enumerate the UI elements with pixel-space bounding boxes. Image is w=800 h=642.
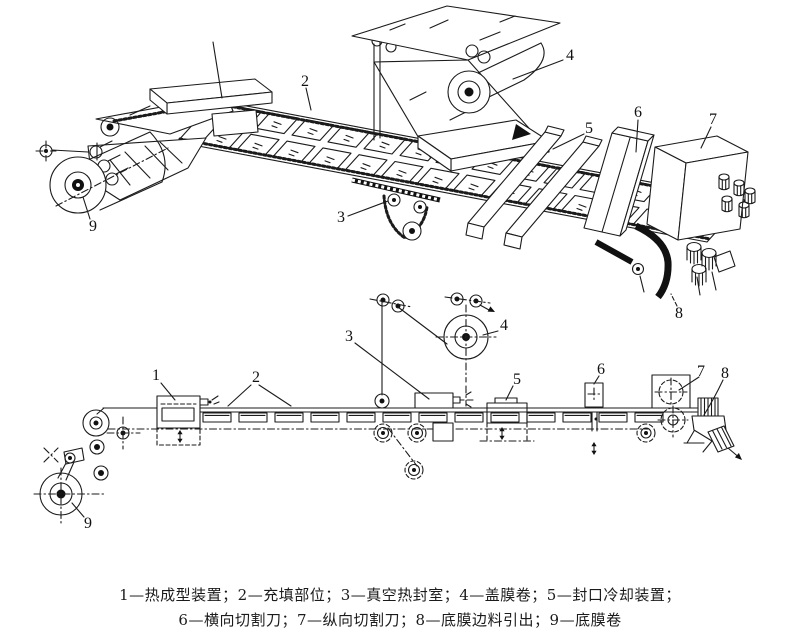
callout-5-sv: 5 <box>513 371 521 388</box>
side-view: 1 2 3 4 5 6 7 8 9 <box>34 293 742 532</box>
thermoforming-station-sv <box>157 396 219 445</box>
bottom-film-unwind-3d <box>36 95 233 213</box>
chain-drive-3d <box>352 180 440 240</box>
forming-station-3d <box>150 42 272 136</box>
callout-4-sv: 4 <box>500 317 508 334</box>
callout-2-sv: 2 <box>252 369 260 386</box>
callout-7-sv: 7 <box>697 363 705 380</box>
callout-7-3d: 7 <box>709 111 717 128</box>
perspective-callouts: 2 3 4 5 6 7 8 9 <box>83 47 717 322</box>
vacuum-seal-chamber-sv <box>374 392 473 479</box>
callout-8-3d: 8 <box>675 305 683 322</box>
callout-4-3d: 4 <box>566 47 574 64</box>
callout-9-sv: 9 <box>84 515 92 532</box>
leader-1-3d <box>213 42 222 98</box>
cover-film-roll-assembly-3d <box>352 6 560 140</box>
side-view-callouts: 1 2 3 4 5 6 7 8 9 <box>72 317 729 532</box>
transverse-cutter-3d <box>584 127 654 236</box>
perspective-view: 2 3 4 5 6 7 8 9 <box>36 6 756 322</box>
bottom-film-roll-sv <box>34 410 140 524</box>
bottom-film-roll-3d <box>50 132 168 213</box>
callout-2-3d: 2 <box>301 73 309 90</box>
trim-takeoff-sv <box>684 398 742 460</box>
callout-5-3d: 5 <box>585 120 593 137</box>
callout-8-sv: 8 <box>721 365 729 382</box>
longitudinal-cutter-sv <box>637 375 690 442</box>
callout-3-3d: 3 <box>337 209 345 226</box>
callout-3-sv: 3 <box>345 328 353 345</box>
trim-discharge-3d <box>596 226 735 297</box>
transverse-cutter-sv <box>585 383 603 456</box>
cover-film-web-3d <box>374 60 549 171</box>
callout-9-3d: 9 <box>89 218 97 235</box>
seal-cooling-sv <box>480 398 534 441</box>
cooling-bars-3d <box>466 126 602 249</box>
cover-film-roll-sv <box>370 293 496 408</box>
caption-line-1: 1—热成型装置；2—充填部位；3—真空热封室；4—盖膜卷；5—封口冷却装置； <box>119 586 681 604</box>
caption-line-2: 6—横向切割刀；7—纵向切割刀；8—底膜边料引出；9—底膜卷 <box>178 611 622 629</box>
callout-6-3d: 6 <box>634 104 642 121</box>
longitudinal-cutter-3d <box>647 136 756 240</box>
callout-1-sv: 1 <box>152 367 160 384</box>
callout-6-sv: 6 <box>597 361 605 378</box>
